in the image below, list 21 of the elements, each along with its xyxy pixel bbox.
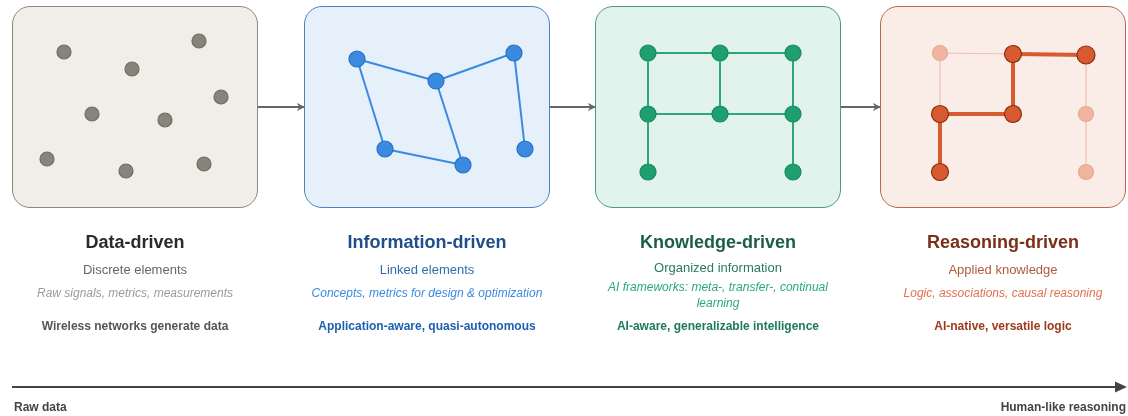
stage-examples: Logic, associations, causal reasoning: [902, 285, 1104, 301]
stage-subtitle: Discrete elements: [81, 262, 188, 277]
stage-examples: Concepts, metrics for design & optimization: [310, 285, 544, 301]
arrow: [840, 103, 881, 111]
stage-subtitle: Linked elements: [378, 262, 476, 277]
stage-examples: Raw signals, metrics, measurements: [35, 285, 235, 301]
stage-subtitle: Applied knowledge: [947, 262, 1059, 277]
axis-label: Human-like reasoning: [1000, 400, 1126, 414]
stage-subtitle: Organized information: [653, 260, 783, 275]
stage-title: Data-driven: [84, 232, 186, 253]
stage-examples: AI frameworks: meta-, transfer-, continual learning: [606, 279, 829, 311]
stage-summary: Wireless networks generate data: [40, 319, 230, 333]
stage-summary: AI-aware, generalizable intelligence: [615, 319, 821, 333]
stage-summary: Application-aware, quasi-autonomous: [317, 319, 537, 333]
stage-title: Knowledge-driven: [639, 232, 797, 253]
stage-title: Reasoning-driven: [926, 232, 1080, 253]
arrow: [257, 103, 305, 111]
arrow: [549, 103, 596, 111]
stage-summary: AI-native, versatile logic: [933, 319, 1073, 333]
axis-label: Raw data: [14, 400, 67, 414]
stage-title: Information-driven: [346, 232, 508, 253]
